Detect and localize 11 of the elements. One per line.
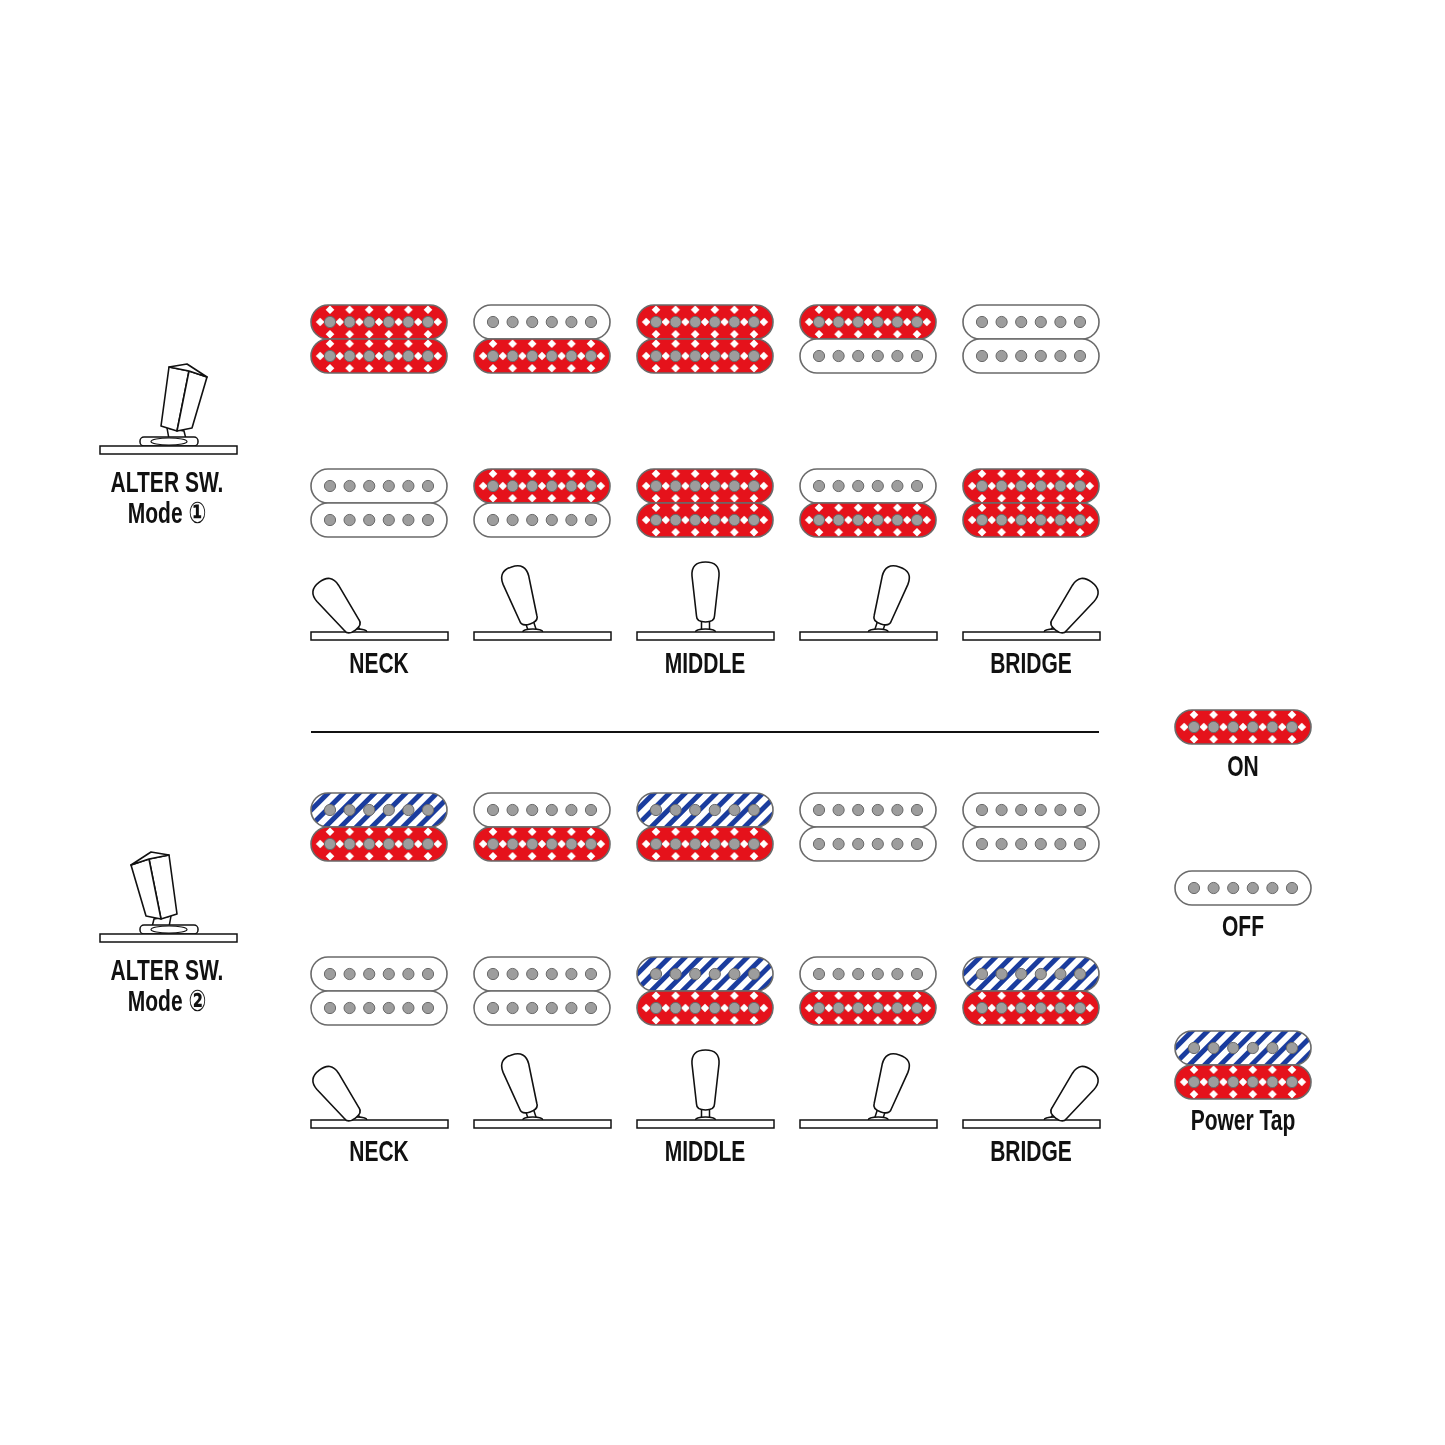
mode-label: ALTER SW. Mode ① bbox=[109, 466, 225, 528]
position-label: MIDDLE bbox=[664, 1135, 746, 1166]
position-label: MIDDLE bbox=[664, 647, 746, 678]
legend-label: ON bbox=[1227, 750, 1259, 781]
position-label: BRIDGE bbox=[990, 1135, 1072, 1166]
position-label: NECK bbox=[349, 647, 409, 678]
mode-label: ALTER SW. Mode ② bbox=[109, 954, 225, 1016]
position-label: NECK bbox=[349, 1135, 409, 1166]
legend-label: OFF bbox=[1222, 910, 1264, 941]
legend-label: Power Tap bbox=[1190, 1104, 1296, 1135]
position-label: BRIDGE bbox=[990, 647, 1072, 678]
